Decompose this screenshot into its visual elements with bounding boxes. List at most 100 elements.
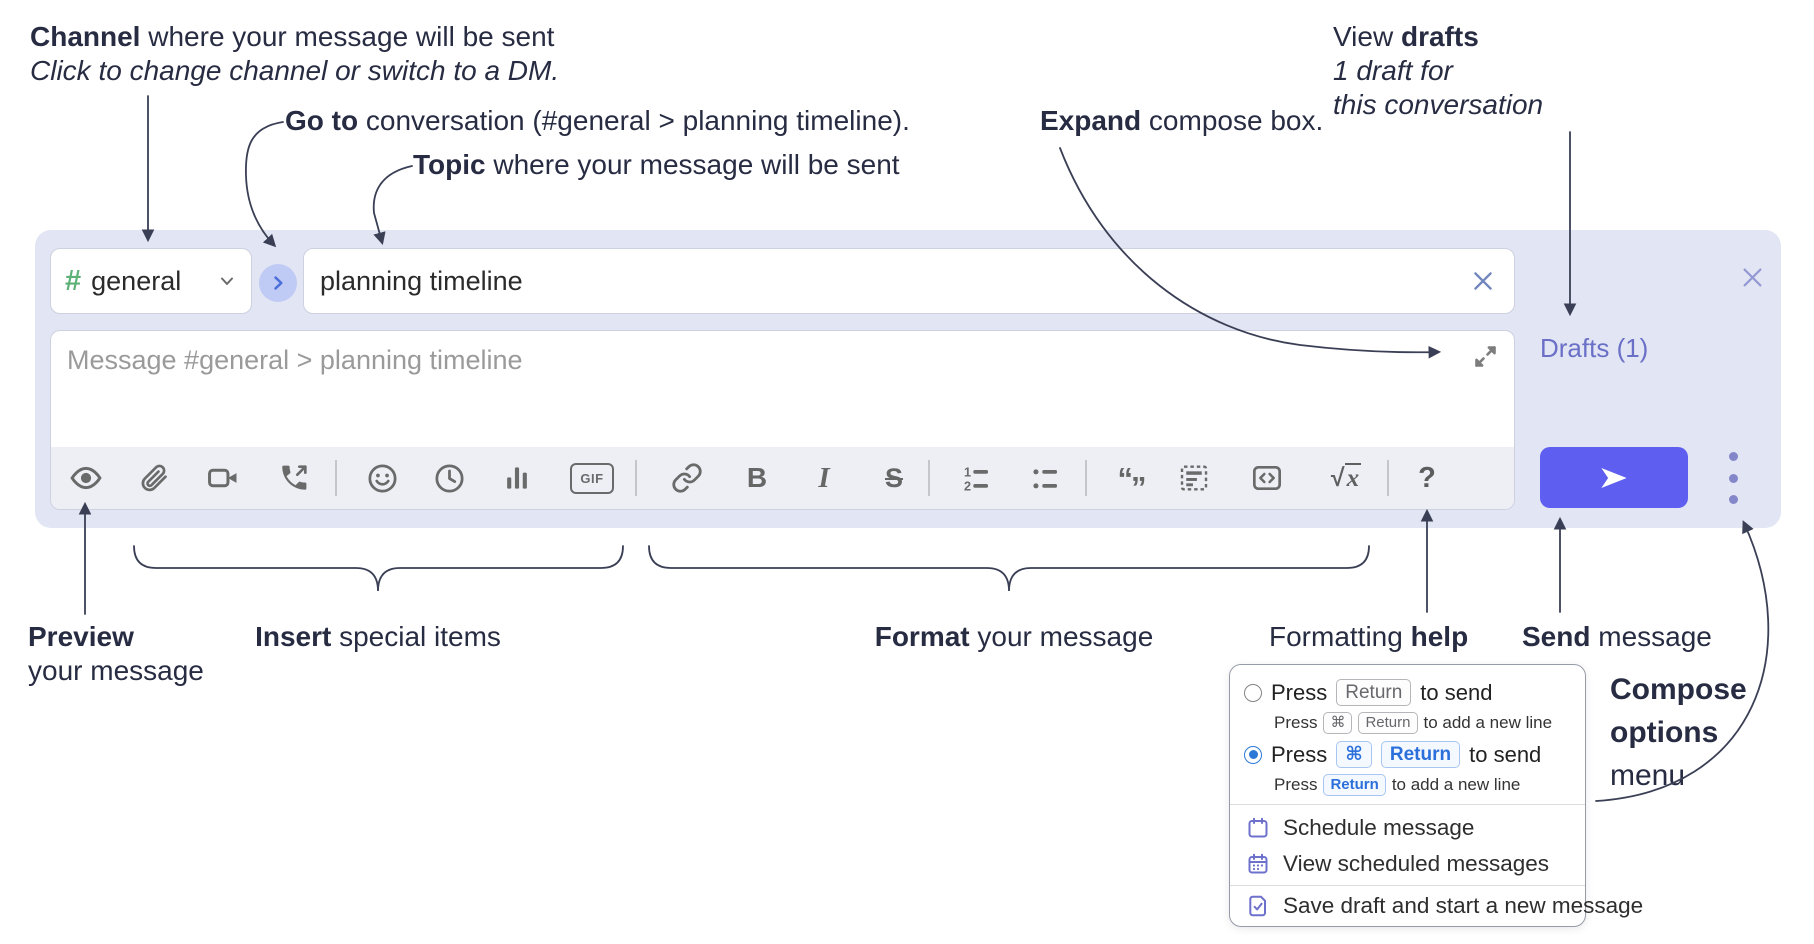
bar-chart-icon	[507, 467, 527, 489]
save-draft-item[interactable]: Save draft and start a new message	[1246, 893, 1643, 919]
channel-selector[interactable]: # general	[50, 248, 252, 314]
option2-press: Press	[1271, 741, 1328, 767]
message-input[interactable]	[65, 343, 1449, 447]
video-call-button[interactable]	[201, 456, 245, 500]
topic-input-box	[303, 248, 1515, 314]
clear-topic-button[interactable]	[1468, 266, 1498, 296]
go-to-conversation-button[interactable]	[259, 264, 297, 302]
gif-button[interactable]: GIF	[567, 456, 617, 500]
topic-annotation: Topic where your message will be sent	[413, 148, 900, 182]
compose-toolbar: GIF B I S	[51, 447, 1514, 509]
quote-icon: “”	[1117, 460, 1147, 505]
option2-suffix: to send	[1469, 741, 1542, 767]
channel-annotation-italic: Click to change channel or switch to a D…	[30, 55, 560, 86]
link-button[interactable]	[665, 456, 709, 500]
compose-options-menu: Press Return to send Press ⌘ Return to a…	[1229, 664, 1643, 927]
view-drafts-line3: this conversation	[1333, 89, 1544, 120]
close-icon	[1743, 268, 1761, 286]
view-drafts-line2: 1 draft for	[1333, 55, 1453, 86]
bold-icon: B	[746, 462, 768, 493]
schedule-message-item[interactable]: Schedule message	[1246, 815, 1474, 841]
send-annotation-bold: Send	[1522, 621, 1591, 652]
goto-connector	[245, 121, 284, 248]
expand-compose-button[interactable]	[1470, 341, 1500, 371]
italic-icon: I	[818, 461, 830, 494]
format-brace	[648, 545, 1370, 592]
send-icon	[1601, 467, 1627, 488]
math-icon: √x	[1330, 462, 1362, 492]
audio-call-button[interactable]	[272, 456, 316, 500]
bold-button[interactable]: B	[735, 456, 779, 500]
goto-annotation-bold: Go to	[285, 105, 359, 136]
goto-annotation: Go to conversation (#general > planning …	[285, 104, 910, 138]
drafts-link[interactable]: Drafts (1)	[1540, 333, 1649, 363]
radio-unselected-icon[interactable]	[1244, 683, 1262, 702]
smiley-icon	[367, 463, 397, 493]
option2-sub-suffix: to add a new line	[1391, 775, 1521, 794]
close-icon	[1474, 272, 1492, 290]
document-check-icon	[1249, 895, 1266, 917]
option-enter-to-send[interactable]: Press Return to send	[1244, 679, 1492, 706]
channel-annotation-bold: Channel	[30, 21, 141, 52]
option1-subtext: Press ⌘ Return to add a new line	[1274, 712, 1552, 734]
poll-button[interactable]	[495, 456, 539, 500]
calendar-icon	[1248, 817, 1268, 838]
expand-annotation-rest: compose box.	[1141, 105, 1324, 136]
insert-annotation: Insert special items	[255, 620, 501, 654]
menu-divider	[1230, 804, 1585, 805]
attach-file-button[interactable]	[131, 456, 175, 500]
strikethrough-button[interactable]: S	[872, 456, 916, 500]
option1-sub-press: Press	[1274, 713, 1318, 732]
paperclip-icon	[141, 464, 167, 492]
option1-sub-suffix: to add a new line	[1423, 713, 1553, 732]
formatting-help-annotation: Formatting help	[1269, 620, 1468, 654]
expand-icon	[1474, 345, 1496, 367]
topic-annotation-bold: Topic	[413, 149, 486, 180]
time-button[interactable]	[427, 456, 471, 500]
expand-annotation: Expand compose box.	[1040, 104, 1323, 138]
math-button[interactable]: √x	[1318, 456, 1374, 500]
italic-button[interactable]: I	[802, 456, 846, 500]
video-camera-icon	[208, 468, 237, 488]
quote-button[interactable]: “”	[1109, 456, 1153, 505]
schedule-message-label: Schedule message	[1283, 815, 1475, 840]
compose-options-annotation: Compose options menu	[1610, 668, 1747, 797]
view-drafts-bold: drafts	[1400, 21, 1479, 52]
radio-selected-icon[interactable]	[1244, 745, 1262, 764]
preview-button[interactable]	[64, 456, 108, 500]
cmd-key: ⌘	[1323, 712, 1353, 734]
svg-text:1: 1	[964, 466, 971, 480]
close-compose-button[interactable]	[1735, 260, 1769, 294]
gif-icon: GIF	[570, 462, 614, 494]
toolbar-divider	[635, 460, 637, 496]
view-scheduled-messages-item[interactable]: View scheduled messages	[1246, 851, 1549, 877]
formatting-help-bold: help	[1410, 621, 1469, 652]
topic-annotation-rest: where your message will be sent	[485, 149, 900, 180]
strikethrough-icon: S	[884, 462, 903, 493]
chevron-down-icon	[221, 277, 233, 285]
compose-options-button[interactable]	[1713, 452, 1753, 504]
compose-options-line2: options	[1610, 716, 1719, 749]
option-cmd-enter-to-send[interactable]: Press ⌘ Return to send	[1244, 741, 1541, 768]
format-annotation-rest: your message	[969, 621, 1154, 652]
spoiler-button[interactable]	[1172, 456, 1216, 500]
channel-hash-icon: #	[65, 264, 82, 297]
send-annotation-rest: message	[1590, 621, 1712, 652]
format-annotation-bold: Format	[874, 621, 970, 652]
goto-annotation-rest: conversation (#general > planning timeli…	[358, 105, 910, 136]
cmd-key: ⌘	[1336, 741, 1372, 768]
compose-box: # general Drafts (1)	[35, 230, 1781, 528]
emoji-button[interactable]	[360, 456, 404, 500]
numbered-list-button[interactable]: 1 2	[954, 456, 998, 500]
insert-brace	[133, 545, 624, 592]
code-button[interactable]	[1245, 456, 1289, 500]
view-scheduled-messages-label: View scheduled messages	[1283, 851, 1549, 876]
bulleted-list-button[interactable]	[1023, 456, 1067, 500]
question-mark-icon: ?	[1418, 461, 1436, 494]
formatting-help-button[interactable]: ?	[1405, 456, 1449, 500]
view-drafts-pre: View	[1333, 21, 1401, 52]
topic-input[interactable]	[320, 265, 1468, 297]
insert-annotation-bold: Insert	[255, 621, 332, 652]
send-button[interactable]	[1540, 447, 1688, 508]
return-key: Return	[1380, 741, 1461, 768]
